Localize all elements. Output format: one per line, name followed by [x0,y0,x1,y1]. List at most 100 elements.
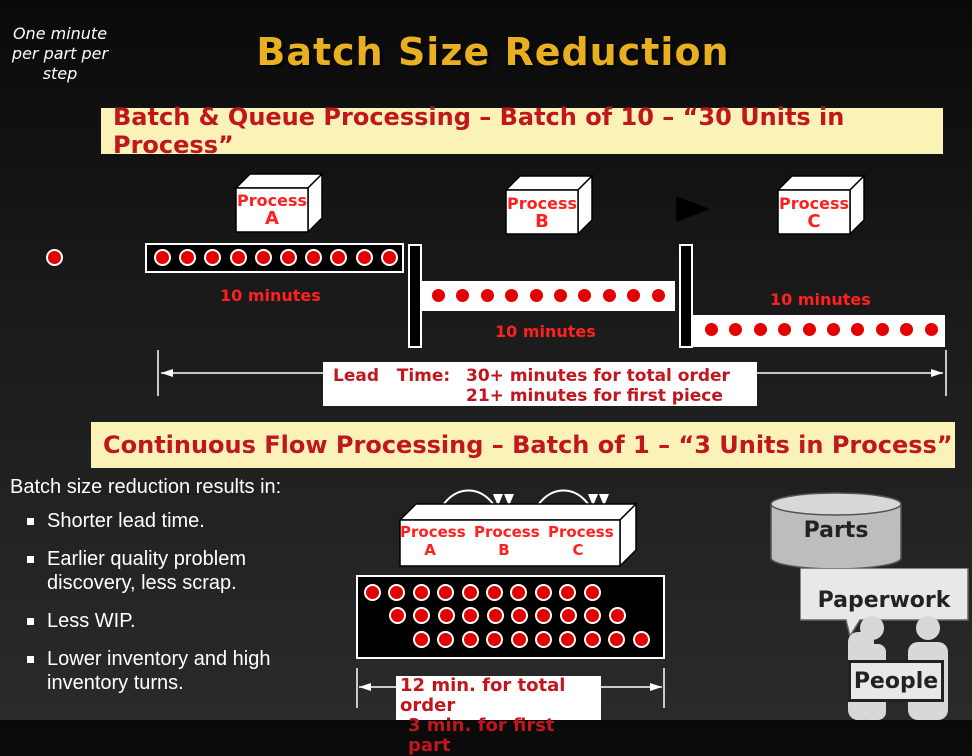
part-dot [511,607,528,624]
part-dot [154,249,171,266]
batch-queue-banner: Batch & Queue Processing – Batch of 10 –… [101,103,943,159]
part-dot [389,607,406,624]
lead-time-total: 30+ minutes for total order [466,366,730,386]
part-dot [776,321,794,338]
single-part-dot [46,249,63,266]
flow-process-c: Process C [548,523,614,559]
lead-time-label: Lead Time: [333,366,451,386]
process-b-label: Process B [506,195,578,231]
note-one-minute: One minute per part per step [11,24,109,83]
flow-first-time: 3 min. for first part [408,715,555,756]
part-dot [486,631,504,648]
part-dot [584,607,602,624]
part-dot [380,249,398,266]
part-dot [461,584,479,601]
minutes-a-label: 10 minutes [220,286,321,305]
part-dot [583,584,601,601]
arrow-right-icon [676,196,710,222]
process-a-label: Process A [236,192,308,228]
part-dot [608,631,626,648]
parts-label: Parts [803,518,869,543]
process-a-letter: A [265,208,279,229]
flow-process-a-letter: A [424,541,436,559]
part-dot [608,607,626,624]
minutes-b-label: 10 minutes [495,322,596,341]
process-c-label: Process C [778,195,850,231]
part-dot [413,607,431,624]
flow-process-a: Process A [400,523,466,559]
flow-process-b: Process B [474,523,540,559]
result-item: Less WIP. [10,609,340,633]
part-dot [527,287,545,304]
part-dot [922,321,940,338]
continuous-flow-banner: Continuous Flow Processing – Batch of 1 … [91,422,955,468]
lead-time-first: 21+ minutes for first piece [466,386,723,406]
parts-cylinder [770,492,902,570]
part-dot [503,287,521,304]
part-dot [552,287,569,304]
part-dot [576,287,594,304]
part-dot [437,631,455,648]
continuous-flow-heading: Continuous Flow Processing – Batch of 1 … [103,431,953,459]
batch-queue-heading: Batch & Queue Processing – Batch of 10 –… [113,103,845,159]
queue-divider-2 [679,244,693,348]
part-dot [559,631,577,648]
results-list: Batch size reduction results in: Shorter… [10,476,340,709]
part-dot [254,249,272,266]
flow-process-b-word: Process [474,523,540,541]
flow-process-cell [398,489,638,568]
part-dot [413,631,430,648]
part-dot [330,249,348,266]
part-dot [305,249,323,266]
part-dot [583,631,601,648]
lead-time-box: Lead Time: 30+ minutes for total order 2… [323,362,757,406]
minutes-c-label: 10 minutes [770,290,871,309]
results-intro: Batch size reduction results in: [10,476,282,498]
part-dot [751,321,769,338]
process-b-word: Process [507,194,577,213]
flow-time-box: 12 min. for total order 3 min. for first… [396,676,601,756]
result-item: Earlier quality problem discovery, less … [10,547,340,595]
queue-divider-1 [408,244,422,348]
part-dot [461,631,479,648]
part-dot [825,321,842,338]
part-dot [355,249,373,266]
part-dot [703,321,720,338]
part-dot [412,584,430,601]
part-dot [649,287,667,304]
part-dot [898,321,916,338]
part-dot [535,631,552,648]
part-dot [179,249,197,266]
part-dot [600,287,618,304]
part-dot [625,287,643,304]
flow-process-c-word: Process [548,523,614,541]
part-dot [478,287,496,304]
part-dot [632,631,650,648]
people-sign: People [848,660,944,702]
part-dot [388,584,406,601]
part-dot [873,321,891,338]
part-dot [454,287,472,304]
flow-process-c-letter: C [572,541,584,559]
part-dot [800,321,818,338]
part-dot [280,249,297,266]
part-dot [462,607,480,624]
paperwork-label: Paperwork [817,588,951,613]
part-dot [510,631,528,648]
process-c-box [776,174,866,236]
flow-process-a-word: Process [400,523,466,541]
part-dot [535,607,553,624]
part-dot [437,607,455,624]
flow-process-b-letter: B [498,541,510,559]
part-dot [534,584,552,601]
part-dot [486,607,504,624]
part-dot [727,321,745,338]
part-dot [559,584,577,601]
page-title: Batch Size Reduction [256,30,730,74]
part-dot [437,584,455,601]
result-item: Shorter lead time. [10,509,340,533]
part-dot [559,607,577,624]
part-dot [364,584,381,601]
part-dot [430,287,447,304]
part-dot [849,321,867,338]
